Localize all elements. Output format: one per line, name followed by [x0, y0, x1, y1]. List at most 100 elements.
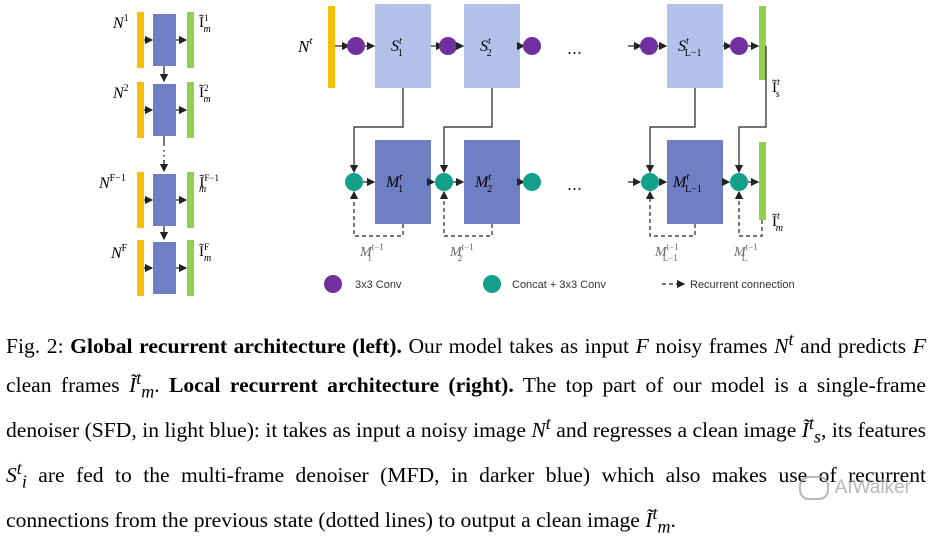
noisy-frame-bar-f-1 [137, 172, 144, 228]
caption-math: Ĩ [801, 417, 809, 442]
caption-text: . [670, 507, 676, 532]
recurrent-connection-l [734, 190, 763, 237]
caption-math: t [545, 412, 551, 433]
caption-math: m [141, 381, 155, 402]
noisy-input-bar [328, 6, 335, 88]
bottom-ellipsis: ... [567, 174, 582, 194]
legend-conv-icon [324, 275, 342, 293]
noisy-frame-bar-f [137, 240, 144, 296]
watermark: AIWalker [798, 476, 911, 500]
concat-node-2 [435, 173, 453, 191]
watermark-text: AIWalker [834, 477, 911, 498]
caption-title-left: Global recurrent architecture (left). [70, 334, 402, 359]
denoiser-block-1 [153, 14, 176, 66]
mfd-output-bar [759, 142, 766, 220]
concat-node-4 [641, 173, 659, 191]
label-nf-1: NF−1 [98, 173, 126, 192]
concat-node-1 [345, 173, 363, 191]
denoiser-block-f [153, 242, 176, 294]
caption-text: noisy frames [648, 334, 775, 359]
top-ellipsis: ... [567, 38, 582, 58]
denoiser-block-2 [153, 84, 176, 136]
caption-math: Ĩ [645, 507, 653, 532]
wechat-icon [798, 476, 829, 500]
concat-node-5 [730, 173, 748, 191]
noisy-frame-bar-1 [137, 12, 144, 68]
caption-text: and regresses a clean image [550, 417, 802, 442]
label-n1: N1 [112, 13, 129, 32]
recurrent-connection-2 [439, 190, 493, 237]
caption-math: t [788, 329, 794, 349]
caption-math: i [21, 471, 27, 492]
caption-math: S [6, 462, 17, 487]
denoiser-block-f-1 [153, 174, 176, 226]
conv-node-2 [439, 37, 457, 55]
caption-text: . [154, 372, 169, 397]
mfd-block-1 [375, 140, 431, 224]
sfd-block-2 [464, 4, 520, 88]
conv-node-5 [730, 37, 748, 55]
conv-node-3 [523, 37, 541, 55]
caption-math: N [531, 417, 546, 442]
sfd-block-l-1 [667, 4, 723, 88]
legend-concat-icon [483, 275, 501, 293]
mfd-block-l-1 [667, 140, 723, 224]
vertical-ellipsis: ⋮ [157, 149, 171, 164]
caption-title-right: Local recurrent architecture (right). [168, 372, 514, 397]
caption-math: t [652, 502, 658, 523]
caption-text: clean frames [6, 372, 129, 397]
caption-text: The top part of our model is a single-fr… [6, 372, 926, 442]
conv-node-4 [640, 37, 658, 55]
legend-concat-label: Concat + 3x3 Conv [512, 279, 606, 291]
recurrent-connection-l-1 [645, 190, 696, 237]
caption-text: Our model takes as input [401, 334, 636, 359]
figure-label: Fig. 2: [6, 334, 71, 359]
caption-math: t [16, 457, 22, 478]
clean-frame-bar-2 [187, 82, 194, 138]
noisy-frame-bar-2 [137, 82, 144, 138]
clean-frame-bar-f [187, 240, 194, 296]
caption-math: F [912, 334, 926, 359]
caption-math: t [136, 367, 142, 388]
sfd-output-bar [759, 6, 766, 80]
caption-math: m [657, 516, 671, 537]
caption-math: t [808, 412, 814, 433]
recurrent-connection-1 [349, 190, 404, 237]
legend-conv-label: 3x3 Conv [355, 279, 402, 291]
clean-frame-bar-1 [187, 12, 194, 68]
mfd-block-2 [464, 140, 520, 224]
concat-node-3 [523, 173, 541, 191]
label-nf: NF [110, 243, 128, 262]
caption-text: , its features [820, 417, 927, 442]
label-n2: N2 [112, 83, 129, 102]
label-nt: Nt [297, 35, 313, 56]
caption-text: and predicts [793, 334, 913, 359]
caption-math: N [774, 334, 789, 359]
legend: 3x3 Conv Concat + 3x3 Conv Recurrent con… [324, 275, 795, 293]
caption-math: F [635, 334, 649, 359]
sfd-block-1 [375, 4, 431, 88]
figure-caption: Fig. 2: Global recurrent architecture (l… [6, 324, 926, 543]
caption-math: Ĩ [128, 372, 137, 397]
clean-frame-bar-f-1 [187, 172, 194, 228]
caption-math: s [813, 426, 821, 447]
